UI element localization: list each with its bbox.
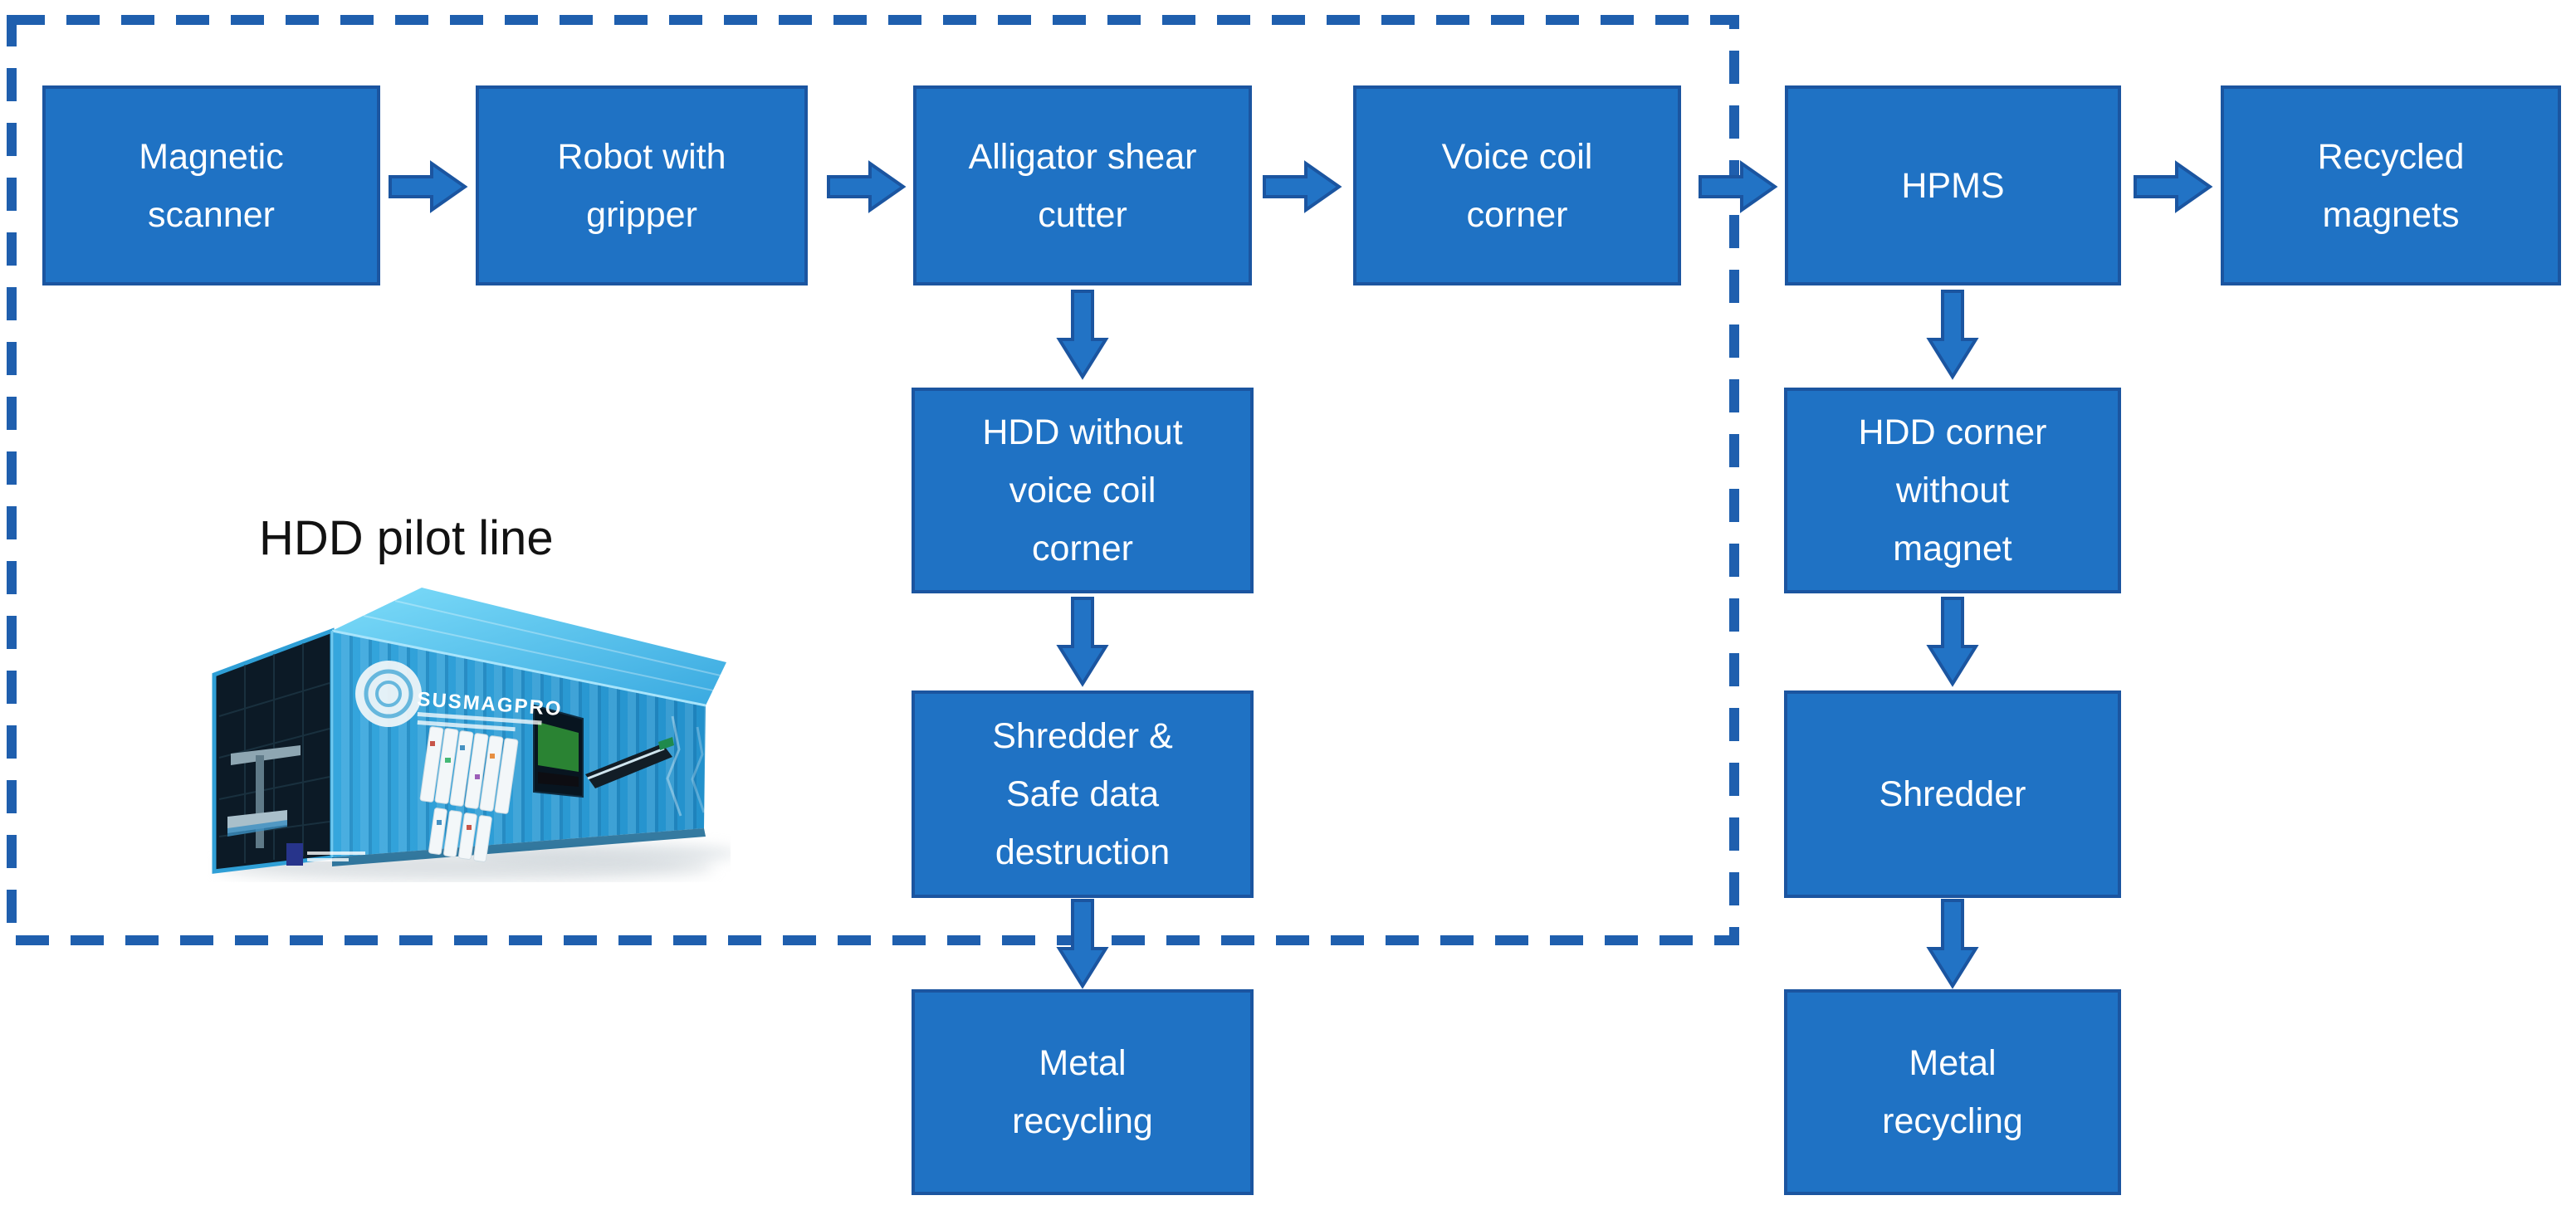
- susmagpro-emblem-icon: [355, 661, 422, 727]
- node-label: Metal recycling: [1012, 1043, 1153, 1141]
- eu-flag-icon: [286, 843, 365, 866]
- node-metal-recycling-left: Metal recycling: [912, 989, 1254, 1195]
- container-poster-labels: [419, 726, 519, 862]
- node-label: Alligator shear cutter: [968, 136, 1197, 235]
- container-interior-machinery: [227, 745, 301, 848]
- node-label: Voice coil corner: [1441, 136, 1593, 235]
- susmagpro-container-image: SUSMAGPRO: [208, 579, 731, 882]
- node-hdd-without-voice-coil-corner: HDD without voice coil corner: [912, 388, 1254, 593]
- node-magnetic-scanner: Magnetic scanner: [42, 85, 380, 285]
- node-label: HDD without voice coil corner: [982, 412, 1183, 568]
- node-recycled-magnets: Recycled magnets: [2221, 85, 2561, 285]
- container-illustration: SUSMAGPRO: [212, 588, 731, 881]
- logo-tagline-lines: [417, 712, 542, 732]
- node-voice-coil-corner: Voice coil corner: [1353, 85, 1681, 285]
- susmagpro-logo: SUSMAGPRO: [355, 661, 563, 732]
- node-label: Recycled magnets: [2317, 136, 2465, 235]
- node-label: Metal recycling: [1882, 1043, 2023, 1141]
- node-robot-with-gripper: Robot with gripper: [476, 85, 808, 285]
- node-hdd-corner-without-magnet: HDD corner without magnet: [1784, 388, 2121, 593]
- container-open-end: [212, 627, 335, 874]
- node-shredder: Shredder: [1784, 690, 2121, 898]
- container-roof: [332, 588, 726, 705]
- node-label: Magnetic scanner: [139, 136, 284, 235]
- pilot-line-label: HDD pilot line: [259, 511, 554, 565]
- container-door-opening: [533, 704, 584, 798]
- node-shredder-safe-data-destruction: Shredder & Safe data destruction: [912, 690, 1254, 898]
- node-metal-recycling-right: Metal recycling: [1784, 989, 2121, 1195]
- node-alligator-shear-cutter: Alligator shear cutter: [913, 85, 1252, 285]
- node-label: HPMS: [1901, 165, 2005, 206]
- container-conveyor: [585, 737, 674, 788]
- poster-color-marks: [430, 741, 495, 830]
- dashed-rectangle: [7, 15, 1739, 945]
- node-label: HDD corner without magnet: [1858, 412, 2047, 568]
- node-label: Robot with gripper: [557, 136, 726, 235]
- node-hpms: HPMS: [1785, 85, 2121, 285]
- node-label: Shredder & Safe data destruction: [992, 716, 1173, 872]
- node-label: Shredder: [1879, 774, 2026, 814]
